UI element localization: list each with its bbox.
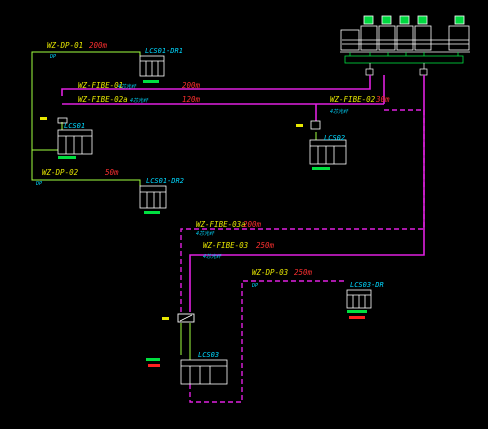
monitor-icon	[381, 15, 392, 25]
dp-03-dashed	[189, 280, 347, 403]
server-unit	[396, 25, 414, 51]
fibre03a-length: 200m	[243, 220, 262, 229]
annotation-mark	[148, 364, 160, 367]
dp01-length: 200m	[89, 41, 108, 50]
annotation-mark	[162, 317, 169, 320]
fibre02-type: 4芯光纤	[330, 108, 349, 115]
fibre02-length: 30m	[375, 95, 390, 104]
monitor-icon	[399, 15, 410, 25]
fibre02a-type: 4芯光纤	[130, 97, 149, 104]
annotation-mark	[58, 156, 76, 159]
fibre01-length: 200m	[182, 81, 201, 90]
fibre-cables	[61, 75, 425, 312]
fibre03a-name: WZ-FIBE-03a	[196, 220, 246, 229]
cabinet-lcs03	[180, 359, 228, 385]
fibre02-name: WZ-FIBE-02	[330, 95, 376, 104]
cabinet-lcs01-label: LCS01	[64, 122, 85, 130]
cabinet-lcs01	[57, 129, 93, 155]
dp-02-line	[31, 160, 141, 186]
server-unit	[448, 25, 470, 51]
annotation-mark	[296, 124, 303, 127]
switch-icon	[365, 68, 374, 76]
annotation-mark	[144, 211, 160, 214]
cabinet-lcs03-dr	[346, 289, 372, 309]
fibre-03a-dashed	[180, 110, 425, 312]
dp03-length: 250m	[294, 268, 313, 277]
annotation-mark	[40, 117, 47, 120]
converter-lcs01	[57, 117, 68, 124]
cabinet-lcs01-dr2-label: LCS01-DR2	[146, 177, 184, 185]
annotation-mark	[347, 310, 367, 313]
monitor-icon	[363, 15, 374, 25]
cabinet-lcs01-dr2	[139, 185, 167, 209]
monitor-icon	[454, 15, 465, 25]
fibre03-length: 250m	[256, 241, 275, 250]
server-unit	[378, 25, 396, 51]
fibre-01-line	[61, 75, 371, 96]
dp03-name: WZ-DP-03	[252, 268, 289, 277]
dp-01-line	[31, 51, 141, 160]
cabinet-lcs03-dr-label: LCS03-DR	[350, 281, 384, 289]
fibre-03-line	[189, 75, 425, 312]
monitor-icon	[417, 15, 428, 25]
annotation-mark	[349, 316, 365, 319]
cabinet-lcs01-dr1	[139, 55, 165, 77]
switch-icon	[419, 68, 428, 76]
fibre01-type: 4芯光纤	[118, 83, 137, 90]
fibre01-name: WZ-FIBE-01	[78, 81, 123, 90]
dp01-name: WZ-DP-01	[47, 41, 83, 50]
fibre03-type: 4芯光纤	[203, 253, 222, 260]
dp02-type: DP	[35, 181, 42, 187]
annotation-mark	[143, 80, 159, 83]
fibre03a-type: 4芯光纤	[196, 230, 215, 237]
cabinet-lcs02	[309, 139, 347, 165]
annotation-mark	[146, 358, 160, 361]
cabinet-lcs02-label: LCS02	[324, 134, 345, 142]
dp02-name: WZ-DP-02	[42, 168, 79, 177]
dp01-type: DP	[49, 54, 56, 60]
fibre-dashed	[180, 109, 425, 403]
fibre02a-length: 120m	[182, 95, 201, 104]
fibre02a-name: WZ-FIBE-02a	[78, 95, 128, 104]
dp02-length: 50m	[105, 168, 119, 177]
server-unit	[360, 25, 378, 51]
cabinet-lcs01-dr1-label: LCS01-DR1	[145, 47, 183, 55]
converter-lcs02	[310, 120, 321, 130]
fibre03-name: WZ-FIBE-03	[203, 241, 249, 250]
annotation-mark	[312, 167, 330, 170]
converter-lcs03	[177, 313, 195, 323]
server-network-bus	[344, 52, 464, 64]
dp03-type: DP	[251, 283, 258, 289]
server-cluster	[340, 15, 470, 53]
dp-cables	[31, 51, 317, 360]
cabinet-lcs03-label: LCS03	[198, 351, 219, 359]
server-unit	[414, 25, 432, 51]
